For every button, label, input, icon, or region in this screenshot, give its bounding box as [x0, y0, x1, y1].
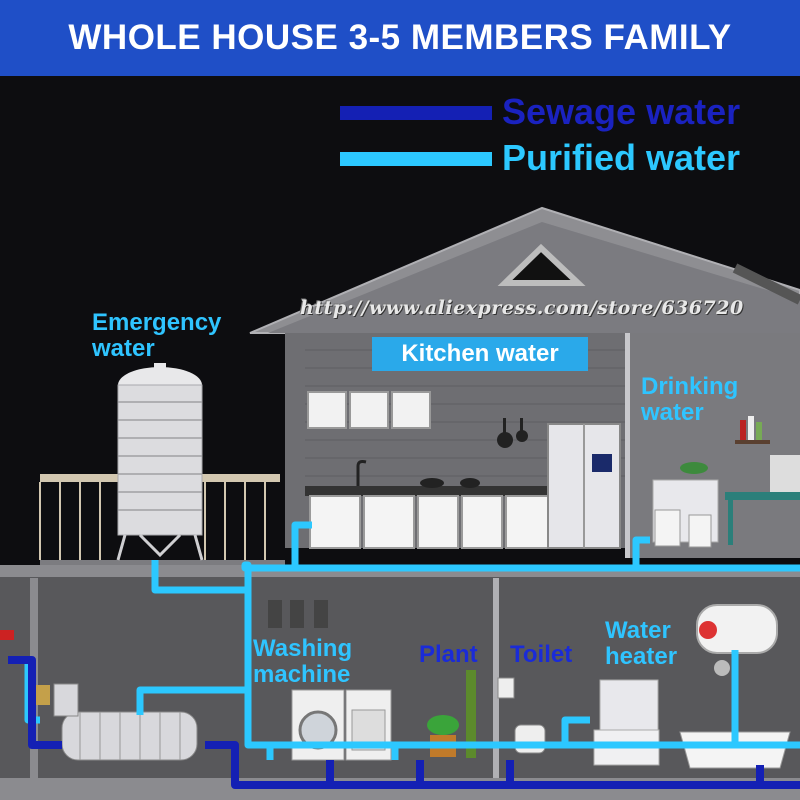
- label-drinking-line2: water: [641, 399, 704, 426]
- legend-purified: Purified water: [340, 136, 780, 180]
- desk: [725, 492, 800, 500]
- title-banner: WHOLE HOUSE 3-5 MEMBERS FAMILY: [0, 0, 800, 76]
- plant-tall: [466, 670, 476, 758]
- lower-floor: [0, 565, 800, 800]
- attic-vent: [497, 243, 586, 286]
- label-washing-line2: machine: [253, 661, 351, 688]
- central-filter: [61, 711, 198, 761]
- bathtub: [679, 731, 791, 769]
- label-plant: Plant: [419, 641, 478, 668]
- page-title: WHOLE HOUSE 3-5 MEMBERS FAMILY: [68, 18, 732, 57]
- label-washing-machine: Washing machine: [253, 636, 352, 688]
- label-emergency-line2: water: [92, 335, 155, 362]
- water-purifier: [654, 509, 681, 547]
- label-heater-line1: Water: [605, 617, 671, 644]
- toilet: [514, 724, 546, 754]
- kitchen-counter: [305, 486, 550, 496]
- label-toilet: Toilet: [510, 641, 573, 668]
- label-drinking-line1: Drinking: [641, 373, 739, 400]
- legend-label-sewage: Sewage water: [502, 91, 741, 132]
- legend-label-purified: Purified water: [502, 137, 741, 178]
- label-heater-line2: heater: [605, 643, 678, 670]
- label-water-heater: Water heater: [605, 618, 677, 670]
- base-cabinets: [309, 495, 551, 549]
- legend-line-purified: [340, 152, 492, 166]
- legend-line-sewage: [340, 106, 492, 120]
- label-kitchen-water: Kitchen water: [372, 337, 588, 371]
- label-drinking-water: Drinking water: [641, 374, 738, 426]
- label-emergency-line1: Emergency: [92, 309, 222, 336]
- label-washing-line1: Washing: [253, 635, 353, 662]
- sewage-pipes: [8, 656, 800, 789]
- legend-sewage: Sewage water: [340, 90, 780, 134]
- store-watermark: http://www.aliexpress.com/store/636720: [300, 297, 744, 319]
- water-tank: [116, 363, 204, 561]
- label-emergency-water: Emergency water: [92, 310, 221, 362]
- wall-cabinets: [307, 391, 431, 429]
